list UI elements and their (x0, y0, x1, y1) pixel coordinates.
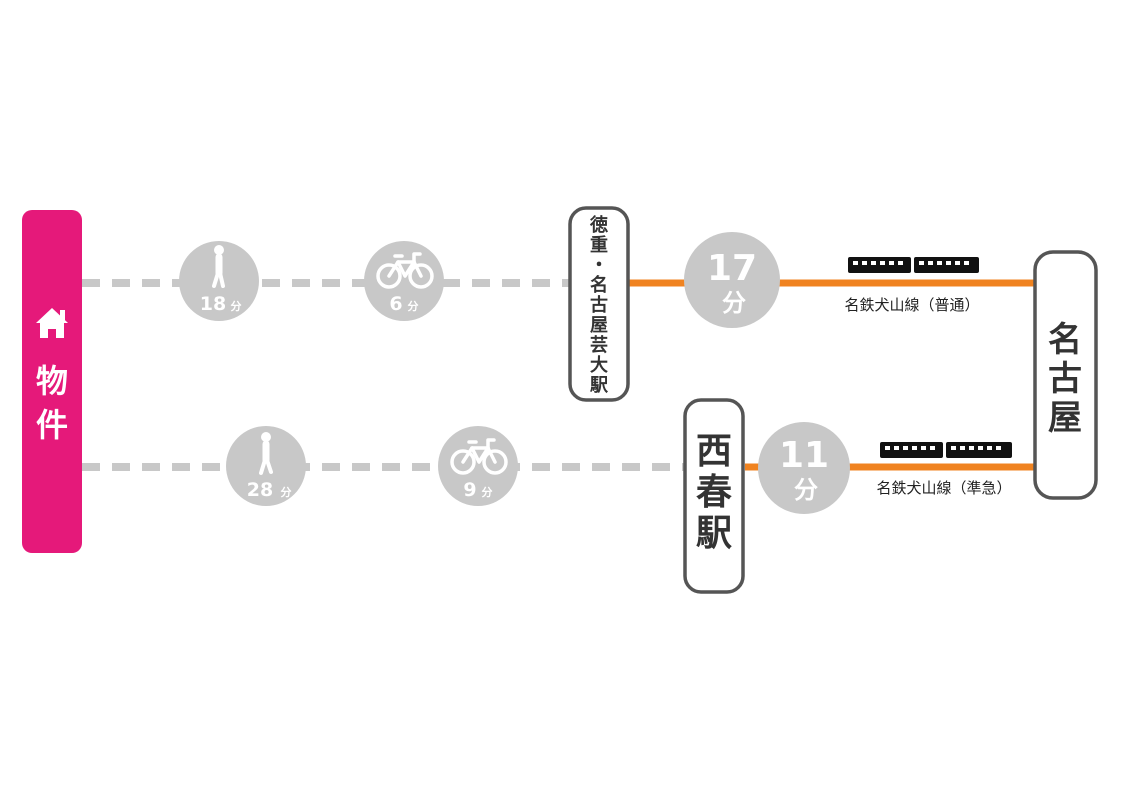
route-1-bike-minutes: 6 (389, 293, 402, 315)
route-2-bike-minutes: 9 (463, 479, 476, 501)
station-tokushige-char: 屋 (590, 315, 608, 336)
route-1-bike-circle: 6 分 (364, 241, 444, 321)
station-nishiharu-char: 春 (696, 472, 732, 513)
station-nagoya-char: 古 (1048, 359, 1082, 399)
route-2-line-label: 名鉄犬山線（準急） (876, 479, 1011, 497)
route-1-walk-circle: 18 分 (179, 241, 259, 321)
route-2-train-unit: 分 (794, 476, 818, 504)
station-tokushige: 徳 重 ・ 名 古 屋 芸 大 駅 (568, 206, 630, 402)
origin-box: 物 件 (22, 210, 82, 553)
station-tokushige-char: ・ (590, 255, 608, 276)
station-tokushige-char: 徳 (589, 214, 608, 236)
route-1-line-label: 名鉄犬山線（普通） (844, 296, 979, 314)
origin-label-char-2: 件 (36, 406, 68, 444)
route-1-train-minutes: 17 (707, 248, 757, 289)
route-1-bike-unit: 分 (408, 299, 419, 313)
route-1-train-circle: 17 分 (684, 232, 780, 328)
station-nishiharu-char: 駅 (696, 513, 732, 554)
station-tokushige-char: 名 (590, 274, 608, 296)
station-tokushige-char: 大 (590, 354, 608, 376)
station-nishiharu-char: 西 (696, 431, 732, 472)
house-icon (36, 308, 68, 338)
station-nagoya-char: 屋 (1048, 398, 1082, 438)
station-nagoya-char: 名 (1048, 320, 1082, 360)
route-2-bike-unit: 分 (482, 485, 493, 499)
station-nagoya: 名 古 屋 (1033, 250, 1098, 500)
bicycle-icon (376, 252, 434, 289)
route-2-train-icon (880, 442, 1012, 458)
route-2-walk-circle: 28 分 (226, 426, 306, 506)
route-2-walk-minutes: 28 (247, 479, 273, 501)
station-tokushige-char: 古 (590, 294, 608, 316)
station-tokushige-char: 芸 (590, 334, 608, 356)
station-nishiharu: 西 春 駅 (683, 398, 745, 594)
route-2-walk-unit: 分 (281, 485, 292, 499)
walking-person-icon (259, 432, 273, 475)
route-2-train-minutes: 11 (779, 435, 829, 476)
route-1-train-icon (848, 257, 979, 273)
station-tokushige-char: 駅 (589, 375, 609, 396)
origin-label-char-1: 物 (36, 362, 68, 400)
route-1-walk-minutes: 18 (200, 293, 226, 315)
route-2-train-circle: 11 分 (758, 422, 850, 514)
station-tokushige-char: 重 (590, 234, 608, 256)
route-1-walk-unit: 分 (231, 299, 242, 313)
walking-person-icon (212, 245, 225, 288)
route-1-train-unit: 分 (722, 289, 746, 317)
bicycle-icon (450, 438, 508, 475)
route-2-bike-circle: 9 分 (438, 426, 518, 506)
